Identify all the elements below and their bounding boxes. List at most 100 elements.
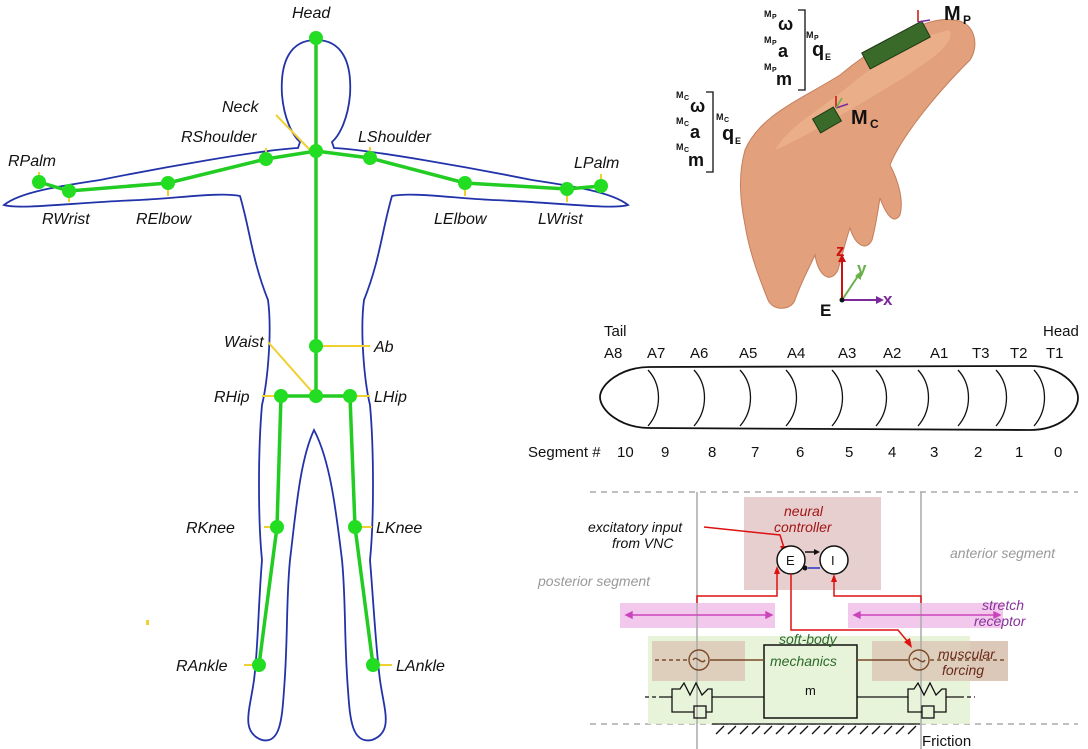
svg-text:M: M xyxy=(676,116,684,126)
label-lelbow: LElbow xyxy=(434,211,488,228)
stray-mark xyxy=(146,620,149,625)
segment-label-a6: A6 xyxy=(690,345,708,362)
segment-label-a3: A3 xyxy=(838,345,856,362)
segment-number: 3 xyxy=(930,444,938,461)
segment-divider xyxy=(739,369,752,427)
segment-divider xyxy=(917,369,930,427)
segment-number: 8 xyxy=(708,444,716,461)
segment-number: 10 xyxy=(617,444,634,461)
svg-text:C: C xyxy=(684,147,689,154)
soft-body-line2: mechanics xyxy=(770,653,837,669)
svg-text:E: E xyxy=(825,52,831,62)
hand-shape xyxy=(739,19,976,309)
vars-p: M P ω M P a M P m M P q E xyxy=(764,9,831,91)
label-rpalm: RPalm xyxy=(8,153,56,170)
sensor-p-axes xyxy=(917,10,931,23)
label-lknee: LKnee xyxy=(376,520,422,537)
segment-number: 9 xyxy=(661,444,669,461)
segment-label-t3: T3 xyxy=(972,345,990,362)
svg-text:E: E xyxy=(735,136,741,146)
vars-c: M C ω M C a M C m M C q E xyxy=(676,90,741,173)
segment-divider xyxy=(995,369,1008,427)
head-label: Head xyxy=(1043,323,1079,340)
svg-text:M: M xyxy=(764,9,772,19)
soft-body-mass-box xyxy=(763,644,858,719)
sensor-p-sub: P xyxy=(963,13,971,27)
neuron-i-label: I xyxy=(831,553,835,568)
global-frame: z y x E xyxy=(820,241,893,320)
axis-y-label: y xyxy=(857,259,867,278)
input-line2: from VNC xyxy=(612,535,674,551)
origin-label: E xyxy=(820,301,831,320)
segment-label-t2: T2 xyxy=(1010,345,1028,362)
stretch-line2: receptor xyxy=(974,613,1027,629)
label-head: Head xyxy=(292,5,331,22)
svg-text:P: P xyxy=(772,40,777,47)
body-model: Head Neck RShoulder LShoulder RPalm LPal… xyxy=(2,5,630,742)
label-rknee: RKnee xyxy=(186,520,235,537)
axis-x-label: x xyxy=(883,290,893,309)
svg-text:C: C xyxy=(684,121,689,128)
label-lpalm: LPalm xyxy=(574,155,619,172)
svg-text:M: M xyxy=(676,142,684,152)
svg-text:P: P xyxy=(772,14,777,21)
leader-lines xyxy=(38,114,602,666)
omega-c: ω xyxy=(690,96,705,116)
sensor-c-sub: C xyxy=(870,117,879,131)
muscular-line2: forcing xyxy=(942,662,984,678)
segment-label-a1: A1 xyxy=(930,345,948,362)
posterior-label: posterior segment xyxy=(537,573,651,589)
segment-label-a2: A2 xyxy=(883,345,901,362)
tail-label: Tail xyxy=(604,323,627,340)
segment-divider xyxy=(875,369,888,427)
segment-number: 1 xyxy=(1015,444,1023,461)
label-rankle: RAnkle xyxy=(176,658,228,675)
svg-text:M: M xyxy=(764,35,772,45)
quat-c: q xyxy=(722,123,734,145)
mass-label: m xyxy=(805,683,816,698)
segment-divider xyxy=(693,369,706,427)
joints xyxy=(32,31,608,672)
friction-label: Friction xyxy=(922,733,971,749)
svg-text:C: C xyxy=(724,117,729,124)
label-rwrist: RWrist xyxy=(42,211,90,228)
segment-dividers xyxy=(647,369,1046,427)
hand-model: M P M C M P ω M P a M P m M P q E M C ω … xyxy=(676,3,976,320)
segment-number: 4 xyxy=(888,444,896,461)
label-lshoulder: LShoulder xyxy=(358,129,432,146)
segment-number: 5 xyxy=(845,444,853,461)
segment-number-caption: Segment # xyxy=(528,444,601,461)
muscular-line1: muscular xyxy=(938,646,996,662)
svg-text:P: P xyxy=(772,67,777,74)
segment-divider xyxy=(785,369,798,427)
mag-p: m xyxy=(776,69,792,89)
label-rhip: RHip xyxy=(214,389,250,406)
sensor-c-block xyxy=(811,106,843,134)
axis-z-label: z xyxy=(836,241,845,260)
accel-p: a xyxy=(778,41,789,61)
sensor-c-axes xyxy=(835,96,849,109)
larva-body xyxy=(599,365,1079,431)
svg-text:M: M xyxy=(806,30,814,40)
label-lhip: LHip xyxy=(374,389,407,406)
svg-text:C: C xyxy=(684,95,689,102)
svg-text:M: M xyxy=(716,112,724,122)
neural-controller-line1: neural xyxy=(784,503,824,519)
body-outline xyxy=(2,39,630,742)
omega-p: ω xyxy=(778,14,793,34)
segment-label-a7: A7 xyxy=(647,345,665,362)
circuit-diagram: neural controller excitatory input from … xyxy=(537,491,1078,749)
label-ab: Ab xyxy=(373,339,394,356)
segment-number: 7 xyxy=(751,444,759,461)
quat-p: q xyxy=(812,39,824,61)
segment-divider xyxy=(647,369,660,427)
label-neck: Neck xyxy=(222,99,259,116)
input-line1: excitatory input xyxy=(588,519,683,535)
mag-c: m xyxy=(688,150,704,170)
segment-number: 6 xyxy=(796,444,804,461)
sensor-p-block xyxy=(861,20,931,70)
